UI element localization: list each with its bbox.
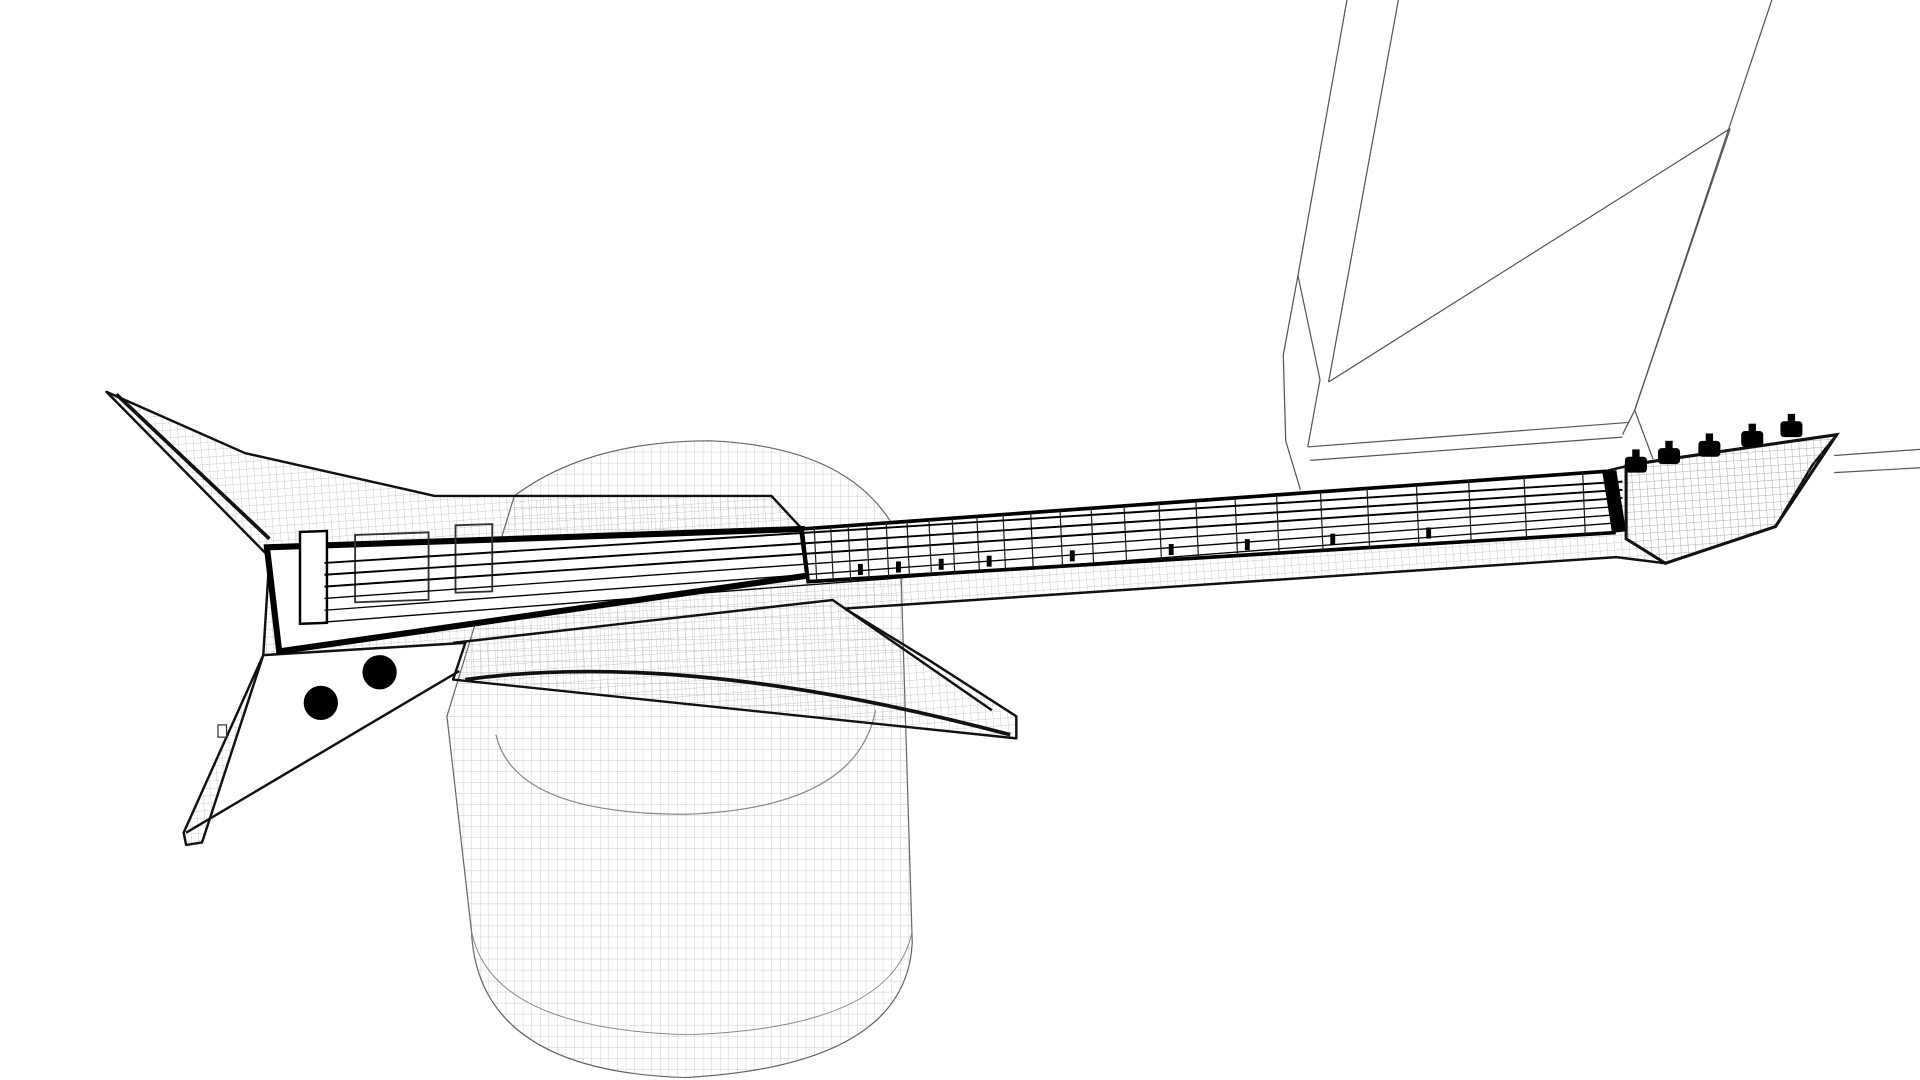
fret — [885, 522, 890, 577]
tuning-peg-post — [1748, 423, 1756, 433]
tuning-peg — [1741, 431, 1764, 447]
bridge — [298, 529, 329, 626]
tuning-peg-post — [1787, 413, 1796, 423]
tuning-peg — [1698, 440, 1721, 457]
tone-knob — [362, 655, 397, 690]
fret — [830, 526, 834, 580]
fret-marker — [1330, 533, 1336, 545]
fret-marker — [1426, 527, 1432, 539]
fret — [847, 525, 852, 579]
guitar-string — [324, 513, 1623, 611]
strings — [324, 480, 1623, 623]
volume-knob — [303, 685, 338, 720]
guitar-string — [324, 521, 1623, 623]
fret — [1275, 494, 1280, 553]
nut — [1604, 470, 1627, 533]
tuning-peg-post — [1665, 440, 1673, 450]
tuning-peg — [1624, 456, 1647, 473]
tuning-peg — [1657, 448, 1680, 465]
fret-marker — [1168, 544, 1174, 556]
output-jack — [217, 724, 228, 738]
fret-marker — [1244, 539, 1250, 551]
fret — [1090, 508, 1095, 565]
background-box-wireframe — [1282, 0, 1920, 490]
fret — [1158, 503, 1163, 560]
tuning-peg-post — [1705, 433, 1714, 443]
fret — [1234, 497, 1239, 556]
guitar-model — [105, 390, 1840, 847]
fret — [906, 521, 911, 576]
headstock — [1624, 432, 1840, 565]
tuning-peg-post — [1632, 449, 1640, 458]
fret — [1195, 500, 1199, 558]
guitar-string — [324, 505, 1623, 600]
tuning-pegs — [1624, 413, 1803, 473]
guitar-string — [324, 480, 1623, 564]
guitar-string — [324, 496, 1623, 588]
pickup — [454, 523, 494, 594]
fret-marker — [1069, 550, 1075, 562]
guitar-string — [324, 488, 1623, 576]
tuning-peg — [1780, 421, 1803, 438]
fret — [813, 528, 818, 581]
fret-marker — [896, 561, 901, 573]
fret — [866, 524, 870, 578]
pickup — [354, 531, 430, 604]
fret — [1059, 510, 1064, 566]
fret-marker — [857, 563, 863, 575]
fret — [1123, 505, 1128, 562]
